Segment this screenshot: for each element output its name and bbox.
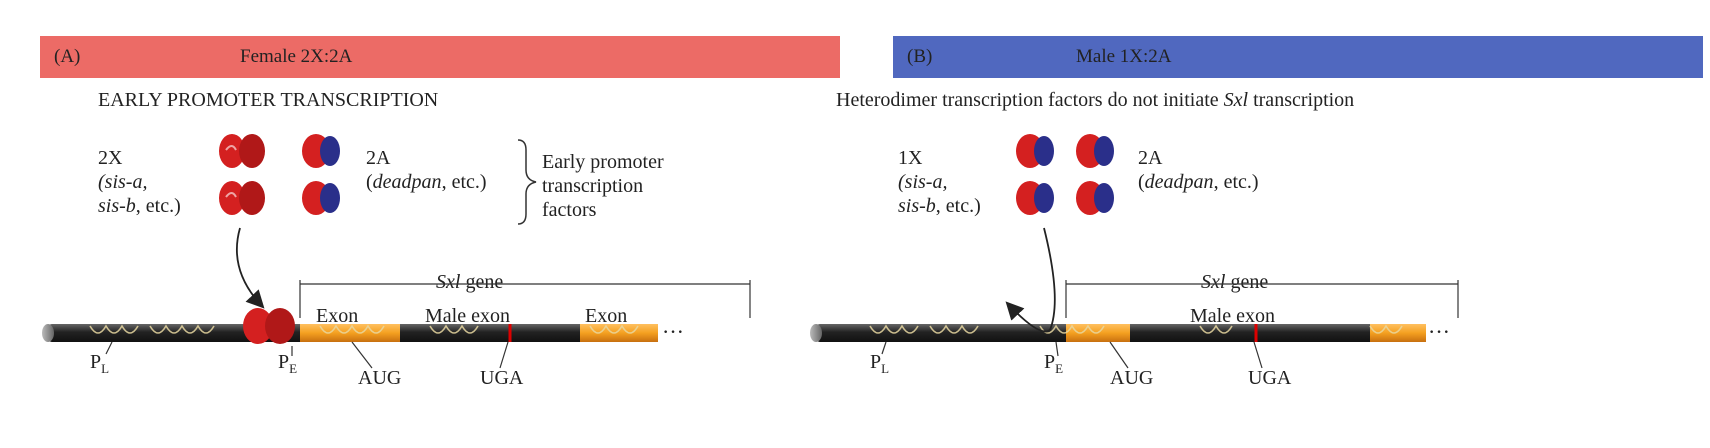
- panel-a-a-genes: (deadpan, etc.): [366, 171, 487, 193]
- panel-a-brace: [517, 139, 537, 225]
- panel-a-aug-label: AUG: [358, 367, 402, 389]
- panel-a-x-label: 2X: [98, 147, 123, 169]
- panel-a-x-genes-line2: sis-b, etc.): [98, 195, 181, 217]
- panel-a-title: Female 2X:2A: [240, 46, 353, 67]
- panel-a-factors-line1: Early promoter: [542, 151, 664, 173]
- panel-b-dna-end-cap: [810, 324, 822, 342]
- panel-a-gene-span: [299, 280, 751, 318]
- panel-a-binding-arrow: [236, 227, 265, 309]
- panel-a-a-label: 2A: [366, 147, 391, 169]
- panel-a-dna: [42, 324, 658, 342]
- panel-a-pe-label: PE: [278, 351, 298, 376]
- panel-b-aug-label: AUG: [1110, 367, 1154, 389]
- panel-a-homodimer-1: [219, 134, 265, 168]
- panel-b-x-genes-line1: (sis-a,: [898, 171, 948, 193]
- panel-b-male-exon-label: Male exon: [1190, 305, 1275, 327]
- panel-b-gene-span: [1065, 280, 1459, 318]
- panel-a-x-genes-line1: (sis-a,: [98, 171, 148, 193]
- panel-a-banner: (A) Female 2X:2A: [40, 36, 840, 78]
- panel-a-heterodimer-2: [302, 181, 340, 215]
- panel-a-exon2-label: Exon: [585, 305, 628, 327]
- panel-b-uga-label: UGA: [1248, 367, 1292, 389]
- panel-b-heterodimer-3: [1016, 181, 1054, 215]
- panel-a-gene-label: Sxl gene: [433, 270, 507, 294]
- panel-b-heading: Heterodimer transcription factors do not…: [836, 89, 1355, 111]
- panel-a-heading: EARLY PROMOTER TRANSCRIPTION: [98, 89, 439, 111]
- panel-b-x-genes-line2: sis-b, etc.): [898, 195, 981, 217]
- panel-a-letter: (A): [54, 46, 81, 67]
- panel-a-ellipsis: ···: [662, 319, 684, 344]
- panel-b-banner: (B) Male 1X:2A: [893, 36, 1703, 78]
- panel-b-failed-binding-arrow: [1005, 227, 1056, 333]
- panel-a-pl-label: PL: [90, 351, 110, 376]
- panel-b-leader-lines: [881, 341, 1263, 369]
- panel-b-pe-label: PE: [1044, 351, 1064, 376]
- panel-a-dna-end-cap: [42, 324, 54, 342]
- panel-a-leader-lines: [105, 341, 509, 369]
- panel-b-a-label: 2A: [1138, 147, 1163, 169]
- panel-a-male-exon-label: Male exon: [425, 305, 510, 327]
- panel-b-title: Male 1X:2A: [1076, 46, 1172, 67]
- panel-b-heterodimer-1: [1016, 134, 1054, 168]
- panel-a-factors-line3: factors: [542, 199, 597, 221]
- panel-b-x-label: 1X: [898, 147, 923, 169]
- panel-b-heterodimer-2: [1076, 134, 1114, 168]
- panel-a-heterodimer-1: [302, 134, 340, 168]
- panel-a-homodimer-2: [219, 181, 265, 215]
- panel-b-a-genes: (deadpan, etc.): [1138, 171, 1259, 193]
- panel-b-pl-label: PL: [870, 351, 890, 376]
- panel-a-exon1-label: Exon: [316, 305, 359, 327]
- panel-a-bound-dimer: [243, 308, 295, 344]
- panel-b-dna: [810, 324, 1426, 342]
- panel-b-heterodimer-4: [1076, 181, 1114, 215]
- panel-a-uga-label: UGA: [480, 367, 524, 389]
- panel-a-factors-line2: transcription: [542, 175, 644, 197]
- panel-b-gene-label: Sxl gene: [1198, 270, 1272, 294]
- panel-b-ellipsis: ···: [1428, 319, 1450, 344]
- panel-b-letter: (B): [907, 46, 933, 67]
